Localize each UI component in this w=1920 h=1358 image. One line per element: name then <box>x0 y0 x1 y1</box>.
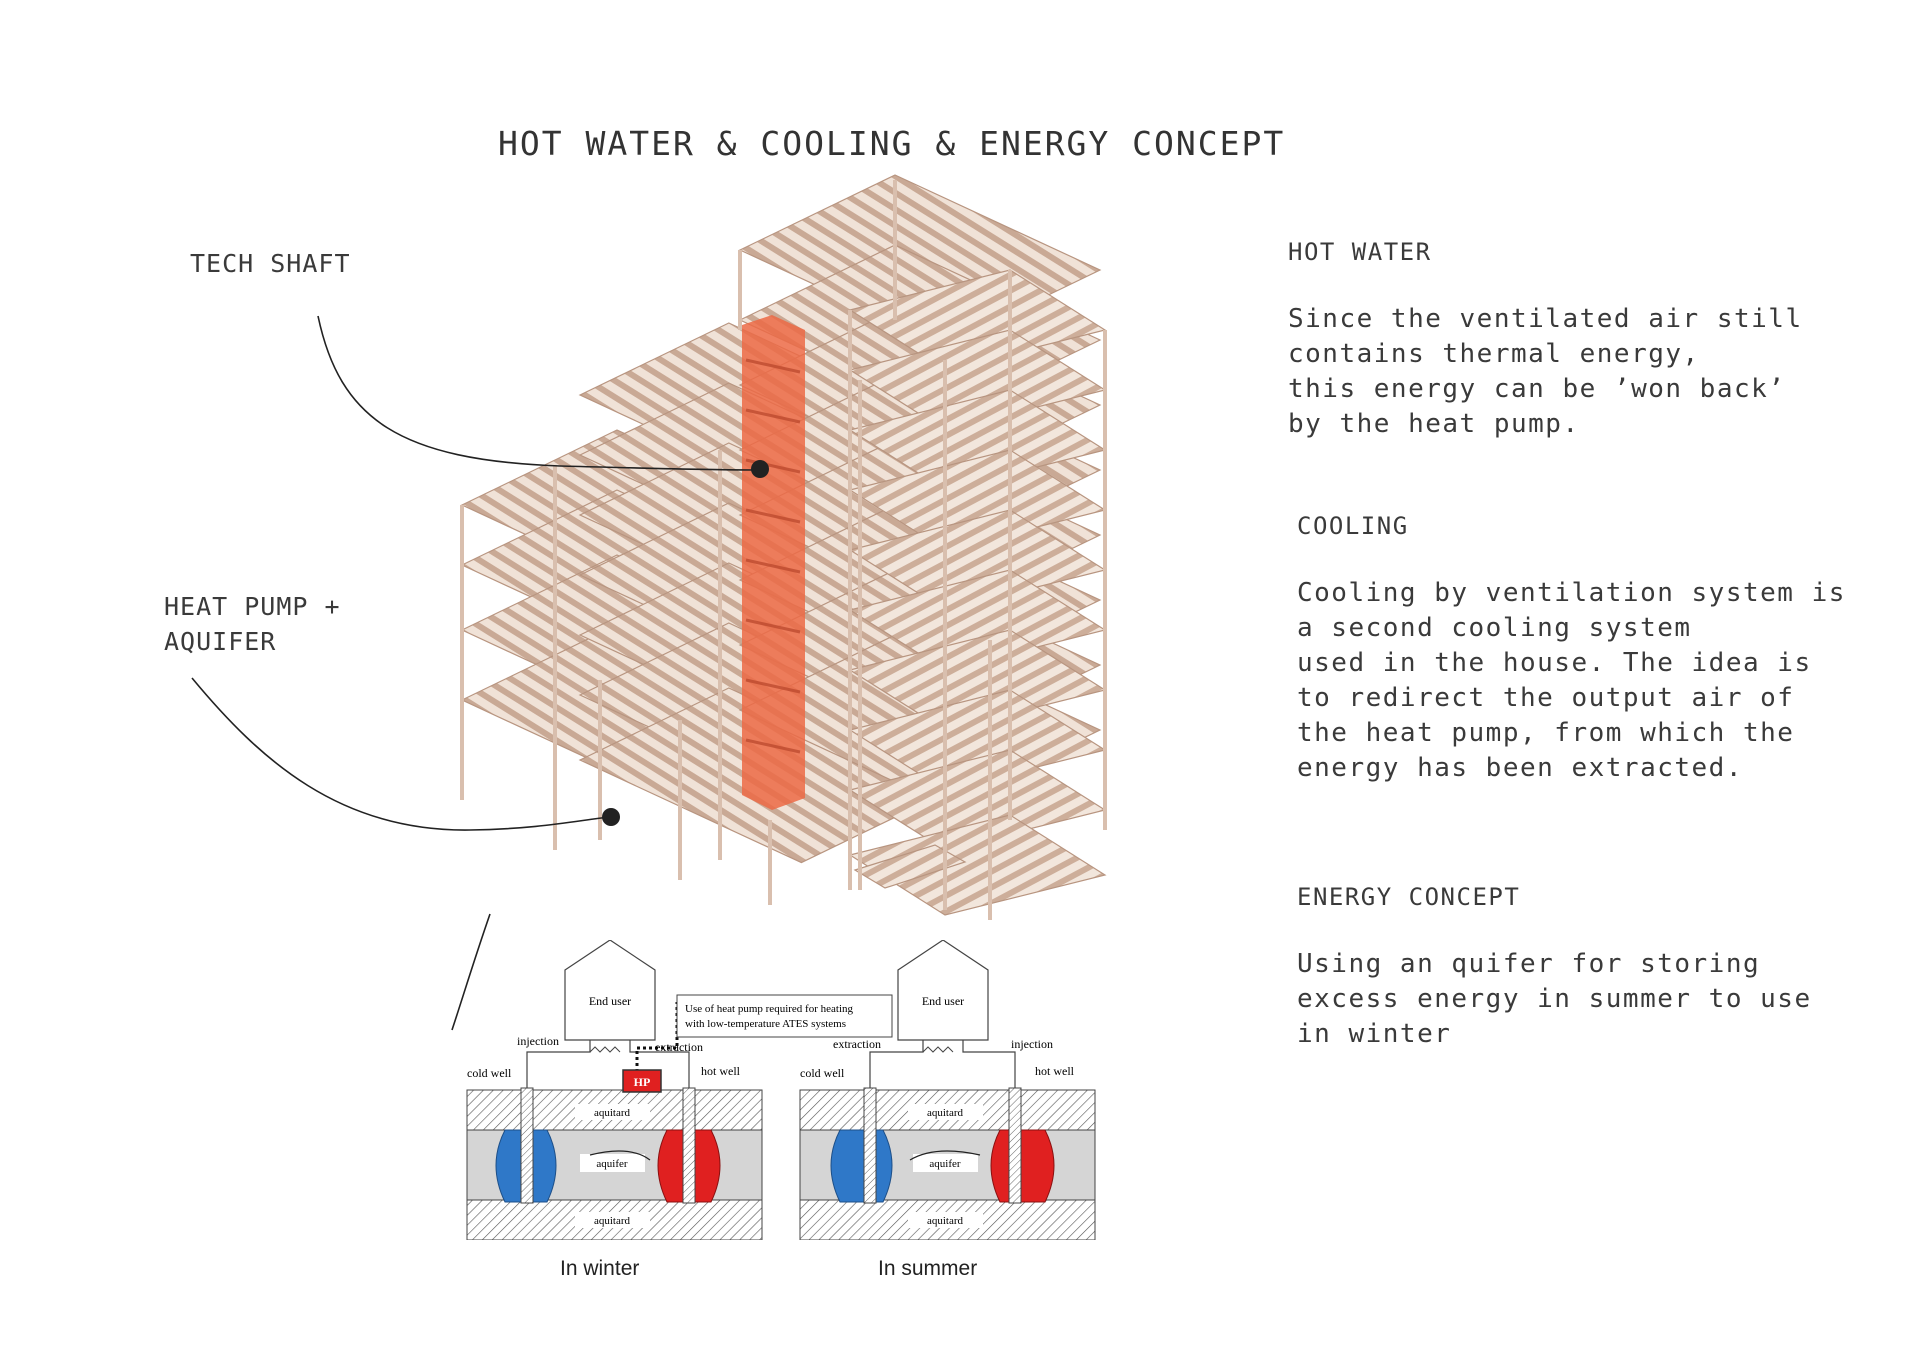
tech-shaft-marker-dot <box>751 460 769 478</box>
aquifer-leader-line <box>451 913 491 1031</box>
summer-extraction-label: extraction <box>833 1037 881 1051</box>
tech-shaft-leader-line <box>317 315 759 471</box>
summer-end-user-house <box>897 940 989 1041</box>
winter-injection-label: injection <box>517 1034 559 1048</box>
winter-aquifer-label: aquifer <box>596 1158 627 1170</box>
summer-aquitard-top-label: aquitard <box>927 1107 964 1119</box>
summer-hot-well <box>990 1129 1055 1203</box>
winter-end-user-label: End user <box>589 994 631 1008</box>
summer-end-user-label: End user <box>922 994 964 1008</box>
heat-pump-label-line1: HEAT PUMP + <box>164 592 341 621</box>
floor-slab-wing <box>848 814 1107 916</box>
winter-aquitard-top-label: aquitard <box>594 1107 631 1119</box>
energy-concept-heading: ENERGY CONCEPT <box>1297 883 1521 911</box>
summer-aquifer-label: aquifer <box>929 1158 960 1170</box>
ates-summer-panel: End user extraction injection cold well … <box>799 940 1096 1240</box>
energy-concept-text: Using an quifer for storing excess energ… <box>1297 949 1812 1049</box>
summer-cold-well-label: cold well <box>800 1066 845 1080</box>
hp-note-line2: with low-temperature ATES systems <box>685 1018 846 1030</box>
winter-end-user-house <box>564 940 656 1041</box>
summer-aquitard-bottom-label: aquitard <box>927 1215 964 1227</box>
cooling-heading: COOLING <box>1297 512 1409 540</box>
winter-hot-well-label: hot well <box>701 1064 741 1078</box>
hp-label: HP <box>634 1075 651 1089</box>
ates-diagram: End user Use of heat pump required for h… <box>466 940 1096 1240</box>
heat-pump-label-line2: AQUIFER <box>164 627 277 656</box>
hot-water-text: Since the ventilated air still contains … <box>1288 304 1803 439</box>
heat-pump-marker-dot <box>602 808 620 826</box>
tech-shaft-label: TECH SHAFT <box>190 249 351 278</box>
heat-pump-box <box>622 1069 662 1093</box>
page-title: HOT WATER & COOLING & ENERGY CONCEPT <box>498 124 1286 163</box>
winter-caption: In winter <box>560 1257 640 1280</box>
summer-hot-well-label: hot well <box>1035 1064 1075 1078</box>
winter-cold-well-label: cold well <box>467 1066 512 1080</box>
hot-water-heading: HOT WATER <box>1288 238 1432 266</box>
summer-cold-well <box>830 1129 893 1203</box>
heat-pump-leader-line <box>191 677 611 831</box>
tech-shaft <box>742 315 805 810</box>
floor-slab-balcony <box>853 844 967 889</box>
winter-aquitard-bottom-label: aquitard <box>594 1215 631 1227</box>
cooling-text: Cooling by ventilation system is a secon… <box>1297 578 1846 783</box>
summer-caption: In summer <box>878 1257 978 1280</box>
ates-winter-panel: End user Use of heat pump required for h… <box>466 940 893 1240</box>
summer-injection-label: injection <box>1011 1037 1053 1051</box>
hp-note-line1: Use of heat pump required for heating <box>685 1003 853 1015</box>
timber-frame-building <box>460 174 1107 920</box>
winter-extraction-label: extraction <box>655 1040 703 1054</box>
